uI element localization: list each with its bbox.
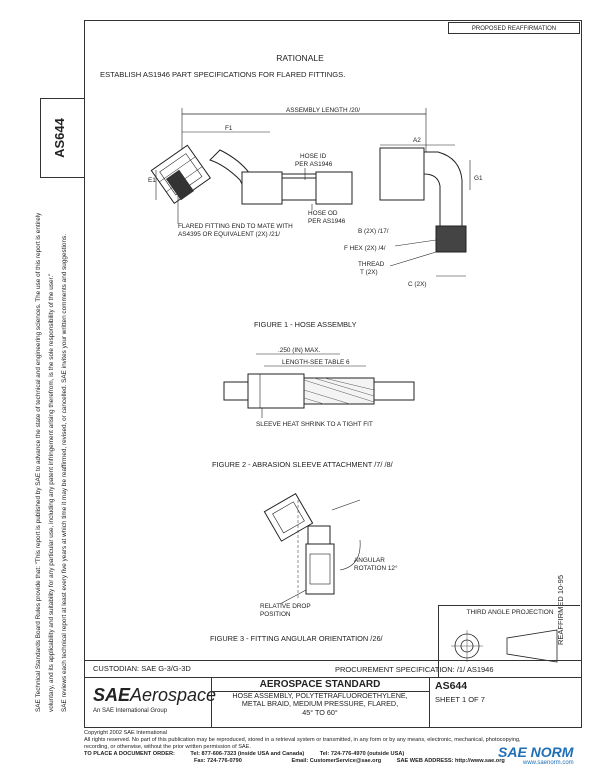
- figure-2-caption: FIGURE 2 - ABRASION SLEEVE ATTACHMENT /7…: [212, 460, 393, 469]
- per-as1946-label-2: PER AS1946: [308, 218, 346, 225]
- sae-aerospace-logo: SAEAerospace: [93, 685, 216, 706]
- fax: Fax: 724-776-0790: [194, 758, 242, 764]
- logo-rest: Aerospace: [130, 685, 217, 705]
- figure-1-caption: FIGURE 1 - HOSE ASSEMBLY: [254, 320, 357, 329]
- legal-line-1: SAE Technical Standards Board Rules prov…: [35, 212, 42, 712]
- logo-cell: SAEAerospace An SAE International Group: [85, 677, 216, 727]
- c-2x-label: C (2X): [408, 281, 426, 288]
- email: Email: CustomerService@sae.org: [291, 758, 382, 764]
- figure-3-drawing: ANGULAR ROTATION 12° RELATIVE DROP POSIT…: [260, 492, 398, 618]
- logo-subtitle: An SAE International Group: [93, 708, 168, 714]
- third-angle-projection-box: THIRD ANGLE PROJECTION: [438, 605, 580, 677]
- t-2x-label: T (2X): [360, 269, 378, 276]
- doc-number-cell: AS644 SHEET 1 OF 7: [429, 677, 581, 727]
- length-label: LENGTH-SEE TABLE 6: [282, 359, 350, 366]
- b-dim-label: B (2X) /17/: [358, 228, 389, 235]
- g1-label: G1: [474, 175, 483, 182]
- title-block-row-1: CUSTODIAN: SAE G-3/G-3D PROCUREMENT SPEC…: [85, 661, 581, 678]
- header-stamp: PROPOSED REAFFIRMATION: [448, 22, 580, 34]
- web-address: SAE WEB ADDRESS: http://www.sae.org: [396, 758, 505, 764]
- watermark-brand: SAE NORM: [498, 744, 574, 760]
- standard-description: HOSE ASSEMBLY, POLYTETRAFLUOROETHYLENE, …: [215, 691, 425, 717]
- contact-line: Fax: 724-776-0790 Email: CustomerService…: [84, 758, 580, 765]
- procurement-text: PROCUREMENT SPECIFICATION: /1/ AS1946: [335, 665, 494, 674]
- standard-cell: AEROSPACE STANDARD HOSE ASSEMBLY, POLYTE…: [211, 677, 430, 727]
- side-doc-id: AS644: [52, 118, 67, 158]
- flared-fitting-label: FLARED FITTING END TO MATE WITH: [178, 223, 293, 230]
- sleeve-label: SLEEVE HEAT SHRINK TO A TIGHT FIT: [256, 421, 373, 428]
- e1-label: E1: [148, 177, 156, 184]
- description-line-1: HOSE ASSEMBLY, POLYTETRAFLUOROETHYLENE,: [232, 691, 408, 700]
- figure-1-drawing: ASSEMBLY LENGTH /20/ F1 A2 E1 HOSE ID PE…: [148, 107, 483, 288]
- relative-label: RELATIVE DROP: [260, 603, 311, 610]
- per-as1946-label-1: PER AS1946: [295, 161, 333, 168]
- description-line-3: 45° TO 60°: [302, 707, 338, 717]
- tel-2: Tel: 724-776-4970 (outside USA): [319, 751, 405, 757]
- max-label: .250 (IN) MAX.: [278, 347, 320, 354]
- angular-label: ANGULAR: [354, 557, 385, 564]
- side-doc-id-box: [40, 98, 84, 178]
- footer: Copyright 2002 SAE International All rig…: [84, 730, 580, 765]
- assembly-length-label: ASSEMBLY LENGTH /20/: [286, 107, 360, 114]
- thread-label: THREAD: [358, 261, 385, 268]
- copyright-line: Copyright 2002 SAE International: [84, 730, 168, 736]
- description-line-2: METAL BRAID, MEDIUM PRESSURE, FLARED,: [241, 699, 399, 709]
- third-angle-title: THIRD ANGLE PROJECTION: [466, 609, 554, 616]
- hose-id-label: HOSE ID: [300, 153, 327, 160]
- figure-2-drawing: .250 (IN) MAX. LENGTH-SEE TABLE 6 SLEEVE…: [223, 347, 415, 428]
- rationale-title: RATIONALE: [276, 53, 324, 63]
- watermark-site: www.saenorm.com: [523, 760, 574, 766]
- figure-3-caption: FIGURE 3 - FITTING ANGULAR ORIENTATION /…: [210, 634, 383, 643]
- to-place-label: TO PLACE A DOCUMENT ORDER:: [84, 751, 175, 757]
- sheet-number: SHEET 1 OF 7: [435, 695, 485, 704]
- position-label: POSITION: [260, 611, 291, 618]
- legal-line-3: SAE reviews each technical report at lea…: [61, 234, 68, 712]
- logo-bold: SAE: [93, 685, 131, 705]
- order-line: TO PLACE A DOCUMENT ORDER: Tel: 877-606-…: [84, 751, 580, 758]
- projection-symbol: [451, 629, 558, 663]
- rights-line-2: recording, or otherwise, without the pri…: [84, 744, 251, 750]
- rationale-text: ESTABLISH AS1946 PART SPECIFICATIONS FOR…: [100, 70, 346, 79]
- hose-od-label: HOSE OD: [308, 210, 338, 217]
- tel-1: Tel: 877-606-7323 (inside USA and Canada…: [190, 751, 305, 757]
- standard-title: AEROSPACE STANDARD: [211, 678, 429, 692]
- as4395-label: AS4395 OR EQUIVALENT (2X) /21/: [178, 231, 280, 238]
- doc-number: AS644: [435, 680, 468, 692]
- a2-label: A2: [413, 137, 421, 144]
- legal-line-2: voluntary, and its applicability and sui…: [48, 273, 55, 712]
- custodian-text: CUSTODIAN: SAE G-3/G-3D: [93, 664, 191, 673]
- f-hex-label: F HEX (2X) /4/: [344, 245, 386, 252]
- rights-line: All rights reserved. No part of this pub…: [84, 737, 521, 743]
- f1-label: F1: [225, 125, 233, 132]
- rotation-label: ROTATION 12°: [354, 564, 398, 572]
- title-block: CUSTODIAN: SAE G-3/G-3D PROCUREMENT SPEC…: [84, 660, 582, 728]
